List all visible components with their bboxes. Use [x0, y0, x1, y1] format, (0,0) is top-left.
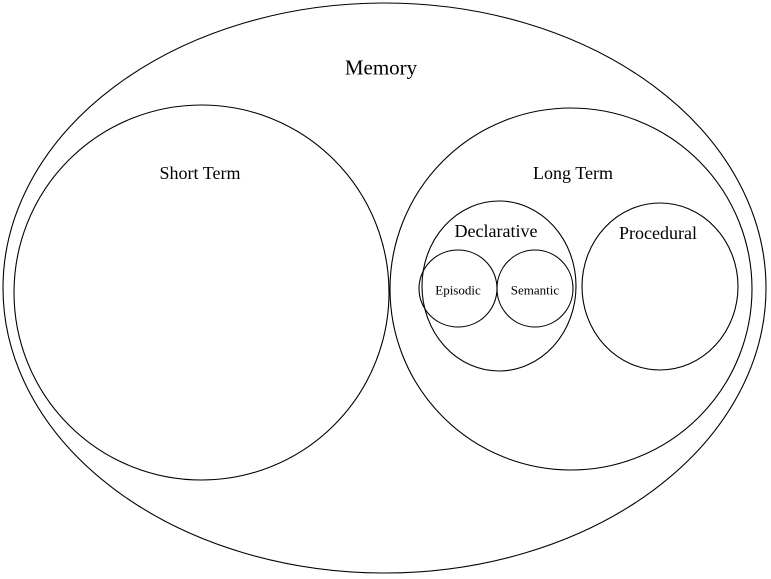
procedural-label: Procedural — [619, 223, 697, 243]
declarative-label: Declarative — [454, 221, 538, 241]
long-term-label: Long Term — [533, 163, 613, 183]
episodic-label: Episodic — [435, 282, 481, 298]
procedural-circle[interactable] — [581, 202, 739, 371]
declarative-circle[interactable] — [421, 200, 577, 372]
short-term-label: Short Term — [159, 163, 241, 183]
short-term-circle[interactable] — [13, 104, 390, 481]
long-term-circle[interactable] — [389, 107, 753, 471]
semantic-label: Semantic — [510, 282, 560, 298]
semantic-circle[interactable] — [496, 249, 574, 328]
memory-label: Memory — [344, 55, 418, 80]
